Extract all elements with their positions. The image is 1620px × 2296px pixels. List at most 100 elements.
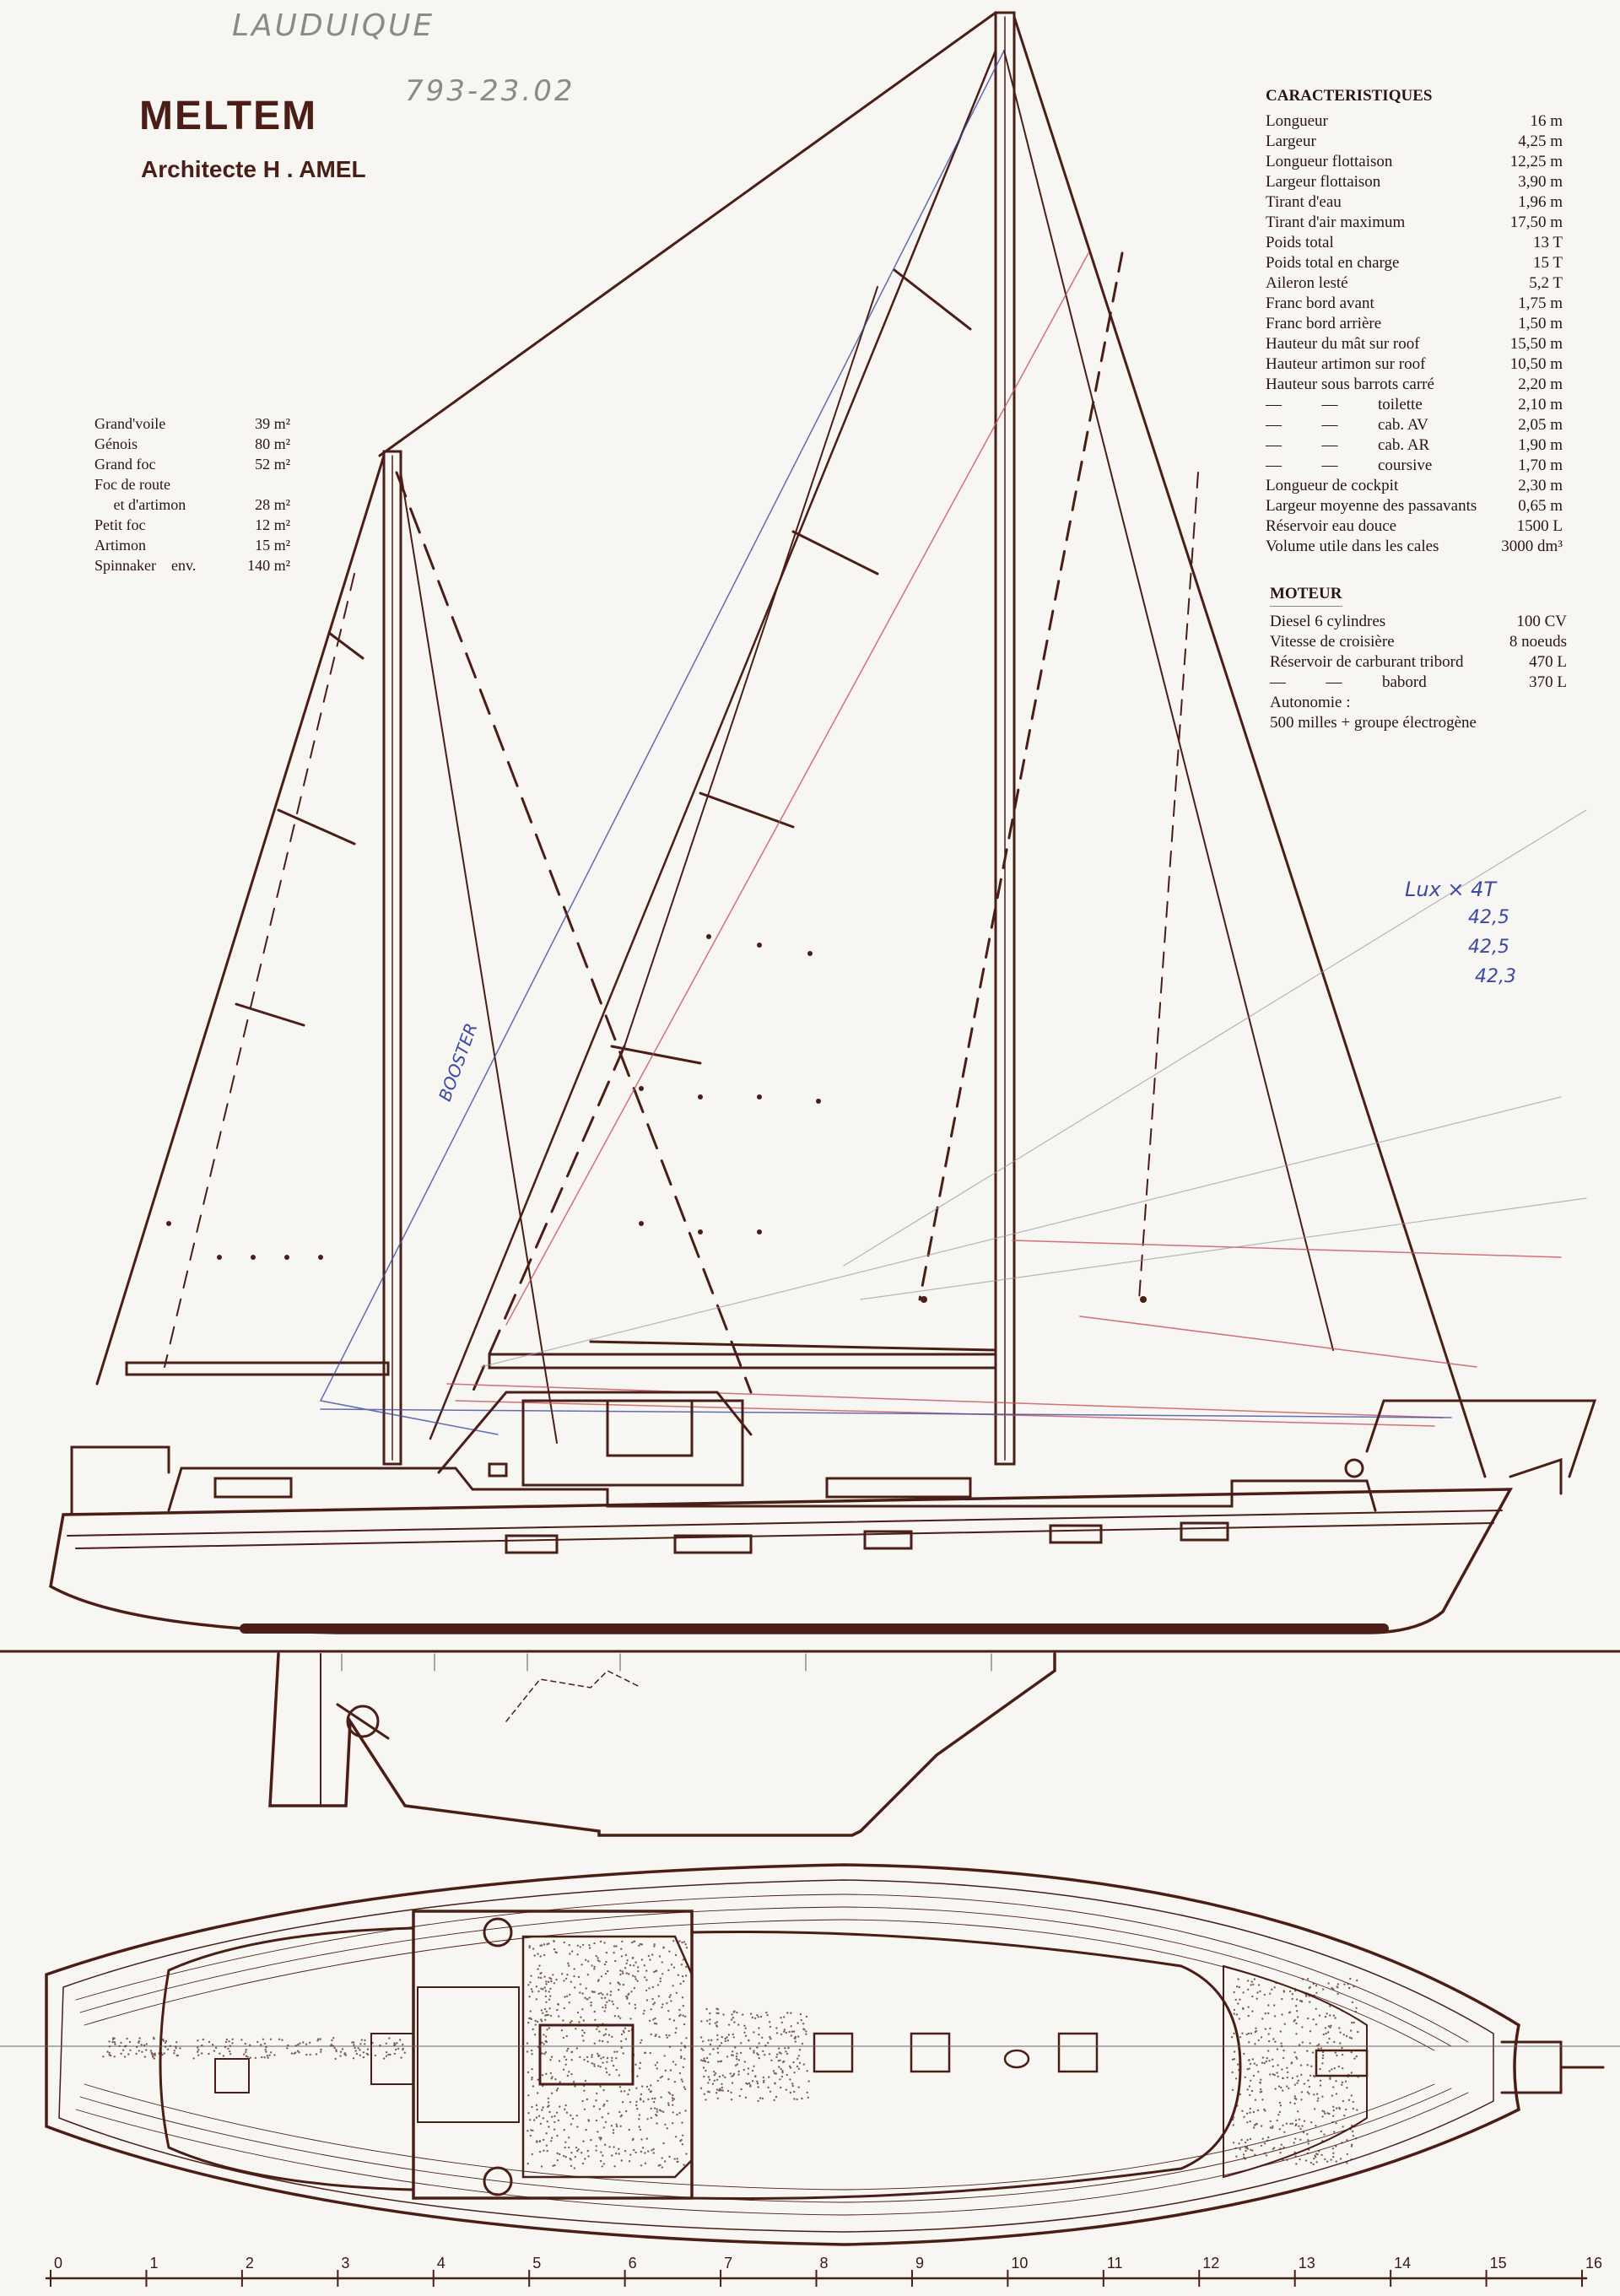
characteristic-label: Largeur flottaison (1266, 173, 1381, 191)
characteristic-value: 13 T (1532, 234, 1563, 251)
lux-value-3: 42,3 (1475, 966, 1516, 987)
characteristic-row: Tirant d'air maximum 17,50 m (1266, 213, 1563, 233)
characteristic-value: 10,50 m (1509, 355, 1563, 373)
sail-row: Spinnaker env.140 m² (94, 555, 290, 575)
deckhouse (167, 1391, 1377, 1512)
characteristic-value: 17,50 m (1509, 213, 1563, 231)
mizzen-staysail-leech (471, 1045, 626, 1394)
handwritten-ref: 793-23.02 (405, 74, 575, 108)
characteristic-value: 3,90 m (1518, 173, 1563, 191)
main-mast (994, 11, 1016, 1466)
characteristic-row: Hauteur artimon sur roof 10,50 m (1266, 354, 1563, 375)
scale-tick-label: 1 (149, 2255, 159, 2272)
characteristic-value: 16 m (1530, 112, 1563, 130)
characteristic-value: 4,25 m (1518, 132, 1563, 150)
characteristic-value: 1,96 m (1518, 193, 1563, 211)
handwritten-name: LAUDUIQUE (232, 8, 435, 43)
characteristics-heading: CARACTERISTIQUES (1266, 87, 1433, 105)
mizzen-mast (382, 450, 402, 1466)
characteristic-value: 15 T (1532, 254, 1563, 272)
mizzen-staysail-luff (395, 471, 753, 1394)
sail-value: 28 m² (255, 496, 290, 513)
characteristic-label: Poids total en charge (1266, 254, 1400, 272)
characteristic-row: — — cab. AV 2,05 m (1266, 415, 1563, 435)
mizzen-boom (125, 1361, 390, 1376)
sail-value: 12 m² (255, 516, 290, 533)
characteristic-label: — — cab. AV (1266, 416, 1428, 434)
characteristic-label: Tirant d'air maximum (1266, 213, 1406, 231)
characteristic-value: 1,75 m (1518, 294, 1563, 312)
portholes (505, 1521, 1229, 1554)
lux-value-2: 42,5 (1468, 937, 1509, 958)
scale-tick-label: 6 (628, 2255, 637, 2272)
scale-tick-label: 9 (915, 2255, 924, 2272)
characteristic-label: — — coursive (1266, 456, 1433, 474)
hull-profile (49, 1488, 1513, 1634)
characteristic-value: 1500 L (1516, 517, 1563, 535)
station-ticks (341, 1653, 992, 1672)
engine-heading: MOTEUR (1270, 584, 1342, 607)
sail-label: et d'artimon (94, 496, 186, 513)
characteristic-label: Longueur (1266, 112, 1328, 130)
characteristic-label: Largeur (1266, 132, 1316, 150)
characteristic-value: 0,65 m (1518, 497, 1563, 515)
characteristics-table: CARACTERISTIQUES Longueur 16 m Largeur 4,25… (1266, 86, 1563, 557)
characteristic-label: Franc bord avant (1266, 294, 1374, 312)
characteristic-row: — — toilette 2,10 m (1266, 395, 1563, 415)
scale-tick-label: 15 (1489, 2255, 1507, 2272)
characteristic-value: 2,10 m (1518, 396, 1563, 413)
characteristic-value: 2,20 m (1518, 375, 1563, 393)
mizzen-battens (235, 631, 364, 1027)
characteristic-label: Hauteur du mât sur roof (1266, 335, 1420, 353)
triatic-stay (378, 11, 997, 457)
mizzen-sail-dashed (164, 573, 355, 1368)
engine-value: 470 L (1529, 653, 1567, 671)
deck-plan (0, 1863, 1620, 2246)
characteristic-label: Volume utile dans les cales (1266, 538, 1439, 555)
scale-tick-label: 5 (532, 2255, 542, 2272)
scale-tick-label: 12 (1202, 2255, 1220, 2272)
pencil-red-lines (446, 252, 1562, 1427)
sail-label: Grand'voile (94, 415, 166, 432)
autonomy-value: 500 milles + groupe électrogène (1270, 714, 1477, 732)
pencil-grey-lines (480, 809, 1587, 1368)
engine-value: 100 CV (1516, 613, 1567, 630)
sail-label: Spinnaker env. (94, 557, 197, 574)
stern-pushpit (70, 1445, 170, 1516)
propeller (346, 1704, 380, 1738)
scale-tick-label: 11 (1106, 2255, 1123, 2272)
reef-points (166, 934, 1147, 1303)
characteristic-value: 5,2 T (1529, 274, 1563, 292)
scale-tick-label: 3 (341, 2255, 350, 2272)
characteristic-label: — — cab. AR (1266, 436, 1430, 454)
bowsprit-fitting (1509, 1457, 1563, 1495)
characteristic-label: Aileron lesté (1266, 274, 1348, 292)
characteristic-value: 1,50 m (1518, 315, 1563, 332)
sail-label: Grand foc (94, 456, 156, 473)
characteristic-row: Largeur 4,25 m (1266, 132, 1563, 152)
sail-value: 80 m² (255, 435, 290, 452)
characteristic-value: 2,30 m (1518, 477, 1563, 494)
engine-value: 8 noeuds (1509, 633, 1567, 651)
engine-value: 370 L (1529, 673, 1567, 691)
characteristic-label: Longueur flottaison (1266, 153, 1393, 170)
scale-tick-label: 13 (1298, 2255, 1315, 2272)
characteristic-value: 2,05 m (1518, 416, 1563, 434)
characteristic-value: 1,90 m (1518, 436, 1563, 454)
characteristic-label: — — toilette (1266, 396, 1423, 413)
characteristic-label: Hauteur artimon sur roof (1266, 355, 1426, 373)
